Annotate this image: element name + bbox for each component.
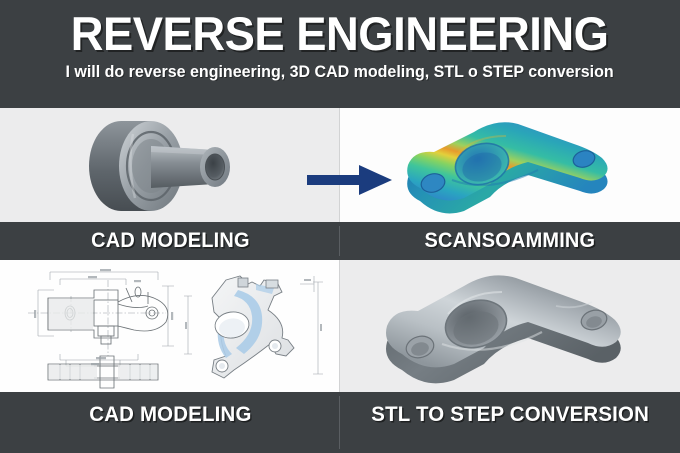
- panel-divider-bottom: [339, 260, 340, 392]
- label-band-bottom: CAD MODELING STL TO STEP CONVERSION: [0, 392, 680, 453]
- label-cad-modeling-top: CAD MODELING: [90, 229, 250, 252]
- page-title: REVERSE ENGINEERING: [71, 7, 609, 60]
- panel-divider-top: [339, 108, 340, 222]
- label-cad-modeling-bottom: CAD MODELING: [88, 402, 252, 426]
- page-subtitle: I will do reverse engineering, 3D CAD mo…: [65, 63, 615, 81]
- cad-bracket-shaded-icon: [184, 275, 323, 379]
- label-band-divider-bottom: [339, 396, 340, 449]
- label-stl-to-step-conversion: STL TO STEP CONVERSION: [371, 402, 649, 426]
- panel-scansoamming: [340, 108, 680, 222]
- label-scansoamming: SCANSOAMMING: [424, 229, 596, 252]
- panel-cad-modeling-top: [0, 108, 340, 222]
- label-cell-top-right: SCANSOAMMING: [340, 222, 680, 260]
- grey-bushing-3d-icon: [89, 121, 230, 211]
- label-band-divider-top: [339, 226, 340, 256]
- poster-header: REVERSE ENGINEERING I will do reverse en…: [0, 0, 680, 108]
- panel-cad-modeling-bottom: [0, 260, 340, 392]
- bottom-panel-row: [0, 260, 680, 392]
- process-arrow-right: [307, 163, 393, 197]
- technical-drawing-icon: [28, 269, 174, 389]
- fea-stress-bracket-icon: [407, 122, 608, 214]
- label-cell-top-left: CAD MODELING: [0, 222, 340, 260]
- label-cell-bottom-left: CAD MODELING: [0, 392, 340, 453]
- arrow-right-icon: [307, 165, 392, 195]
- top-panel-row: [0, 108, 680, 222]
- panel-stl-to-step: [340, 260, 680, 392]
- label-band-top: CAD MODELING SCANSOAMMING: [0, 222, 680, 260]
- label-cell-bottom-right: STL TO STEP CONVERSION: [340, 392, 680, 453]
- grey-bracket-3d-icon: [386, 275, 621, 384]
